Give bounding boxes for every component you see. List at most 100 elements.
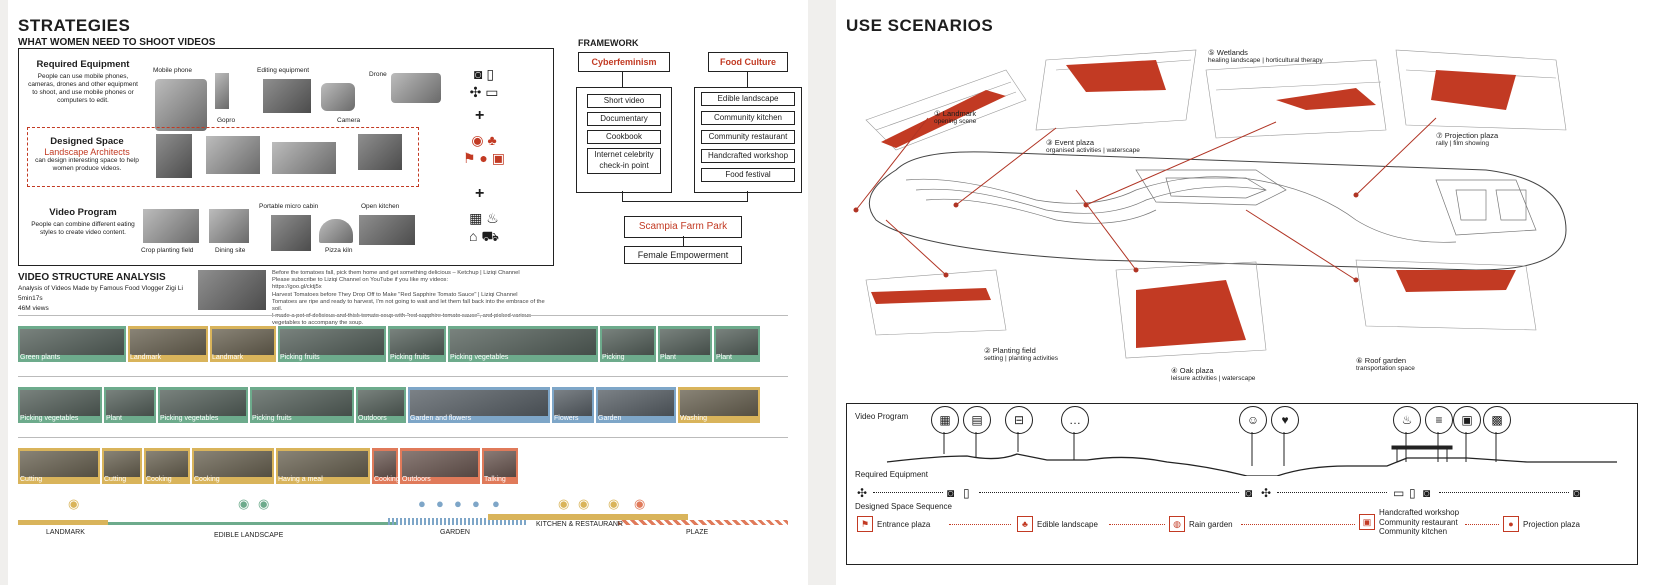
calendar-icon: ▦ (931, 406, 959, 434)
scenario-desc: rally | film showing (1436, 140, 1489, 147)
seq-arrow (949, 524, 1011, 525)
video-label-4: Pizza kiln (325, 247, 353, 254)
designed-photo-4 (358, 134, 402, 170)
sequence-entrance: ⚑Entrance plaza (857, 516, 930, 532)
open-kitchen-image (359, 215, 415, 245)
segment-label: Garden and flowers (410, 415, 472, 422)
timeline-segment[interactable]: Cutting (102, 448, 142, 484)
video-frame (660, 329, 710, 355)
timeline-segment[interactable]: Picking vegetables (448, 326, 598, 362)
equip-label-2: Gopro (217, 117, 236, 124)
segment-label: Having a meal (278, 476, 323, 483)
group-icon: ☺ (1239, 406, 1267, 434)
video-frame (212, 329, 274, 355)
required-title: Required Equipment (36, 59, 130, 70)
timeline-segment[interactable]: Picking vegetables (158, 387, 248, 423)
scenario-desc: leisure activities | waterscape (1171, 375, 1256, 382)
video-frame (554, 390, 592, 416)
video-title: Video Program (49, 207, 117, 218)
sequence-workshop: ▣ Handcrafted workshop Community restaur… (1359, 508, 1459, 537)
video-frame (598, 390, 674, 416)
shop-icon: ⌂ (469, 228, 478, 244)
video-frame (160, 390, 246, 416)
segment-label: Picking (602, 354, 625, 361)
band-plaza (618, 520, 788, 525)
timeline-segment[interactable]: Outdoors (356, 387, 406, 423)
timeline-segment[interactable]: Cooking (372, 448, 398, 484)
scenario-label-event-plaza: ③ Event plaza organised activities | wat… (1046, 138, 1140, 155)
segment-label: Plant (106, 415, 122, 422)
camera-icon: ◙ (947, 486, 955, 500)
scenario-name: ① Landmark (934, 109, 977, 118)
segment-label: Picking fruits (390, 354, 430, 361)
timeline-segment[interactable]: Cutting (18, 448, 100, 484)
micro-cabin-image (271, 215, 311, 251)
hood-icon: ≡ (1425, 406, 1453, 434)
hood-icon: ♨ (486, 210, 499, 226)
timeline-segment[interactable]: Talking (482, 448, 518, 484)
scenario-desc: organised activities | waterscape (1046, 147, 1140, 154)
cyber-list: Short video Documentary Cookbook Interne… (576, 87, 672, 193)
segment-label: Plant (716, 354, 732, 361)
timeline-segment[interactable]: Cooking (192, 448, 274, 484)
seq-label: Handcrafted workshop (1379, 508, 1460, 517)
equipment-icons: ◙ ▯ ✣ ▭ (459, 65, 509, 101)
timeline-segment[interactable]: Plant (714, 326, 760, 362)
band-edible (108, 522, 398, 525)
required-section: Required Equipment People can use mobile… (27, 59, 139, 105)
timeline-segment[interactable]: Plant (658, 326, 712, 362)
pond-icon: ● (492, 496, 500, 511)
laptop-icon: ▭ (1393, 486, 1405, 500)
vignette-wetlands (1205, 59, 1387, 139)
designed-space-box: Designed Space Landscape Architects can … (27, 127, 419, 187)
video-frame (20, 451, 98, 477)
mobile-phone-image (155, 79, 207, 131)
scenario-name: ⑤ Wetlands (1208, 48, 1248, 57)
video-section: Video Program People can combine differe… (27, 207, 139, 237)
segment-label: Landmark (212, 354, 244, 361)
segment-label: Picking fruits (252, 415, 292, 422)
video-thumbnail[interactable] (198, 270, 266, 310)
timeline-segment[interactable]: Picking fruits (388, 326, 446, 362)
crop-field-image (143, 209, 199, 243)
space-icons: ◉ ♣ ⚑ ● ▣ (457, 131, 511, 167)
timeline-segment[interactable]: Picking vegetables (18, 387, 102, 423)
timeline-segment[interactable]: Cooking (144, 448, 190, 484)
timeline-segment[interactable]: Garden and flowers (408, 387, 550, 423)
timeline-segment[interactable]: Flowers (552, 387, 594, 423)
scenario-name: ⑥ Roof garden (1356, 356, 1407, 365)
timeline-segment[interactable]: Washing (678, 387, 760, 423)
tree-icon: ● (454, 496, 462, 511)
timeline-axis-2 (18, 376, 788, 377)
video-frame (450, 329, 596, 355)
flag-icon: ⚑ (462, 150, 476, 166)
timeline-segment[interactable]: Landmark (210, 326, 276, 362)
segment-label: Cooking (146, 476, 172, 483)
timeline-segment[interactable]: Landmark (128, 326, 208, 362)
timeline-segment[interactable]: Having a meal (276, 448, 370, 484)
framework-title: FRAMEWORK (578, 38, 639, 48)
scenario-desc: healing landscape | horticultural therap… (1208, 57, 1323, 64)
join-left (622, 191, 623, 201)
timeline-segment[interactable]: Picking fruits (278, 326, 386, 362)
timeline-segment[interactable]: Outdoors (400, 448, 480, 484)
timeline-segment[interactable]: Picking (600, 326, 656, 362)
timeline-segment[interactable]: Green plants (18, 326, 126, 362)
empower-box: Female Empowerment (624, 246, 742, 264)
segment-label: Picking fruits (280, 354, 320, 361)
designed-photo-1 (156, 134, 192, 178)
segment-label: Plant (660, 354, 676, 361)
segment-label: Cutting (20, 476, 43, 483)
analysis-description: Before the tomatoes fall, pick them home… (272, 270, 545, 327)
timeline-segment[interactable]: Picking fruits (250, 387, 354, 423)
camera-image (321, 83, 355, 111)
timeline-segment[interactable]: Plant (104, 387, 156, 423)
video-frame (104, 451, 140, 477)
band-label: EDIBLE LANDSCAPE (214, 532, 284, 539)
analysis-meta-line: 5min17s (18, 295, 43, 302)
cyber-item: Documentary (587, 112, 661, 126)
program-title: Video Program (855, 412, 909, 421)
pot-icon: ◉ (578, 496, 590, 511)
timeline-segment[interactable]: Garden (596, 387, 676, 423)
chat-icon: ◉ (608, 496, 620, 511)
